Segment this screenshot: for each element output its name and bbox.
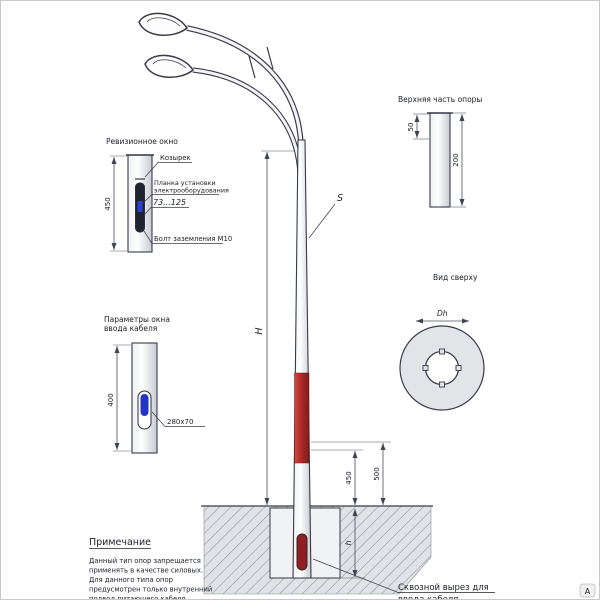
luminaire-holder-top (138, 12, 188, 36)
ground-bolt-leader (143, 230, 153, 244)
pole-red-band (294, 372, 310, 464)
flange-notch-left (422, 365, 429, 371)
detail-top-view: Вид сверху Dh Db (399, 273, 485, 411)
dim-label-h: h (344, 540, 353, 545)
cable-window-slot-blue (140, 394, 149, 416)
lower-arm-fill (192, 68, 302, 174)
dim-label-450: 450 (345, 471, 353, 484)
width-range-label: 73...125 (153, 198, 186, 207)
cable-cutout-callout: Сквозной вырез для ввода кабеля (312, 558, 495, 600)
top-view-title: Вид сверху (433, 273, 478, 282)
arm-strut-1 (248, 55, 256, 79)
watermark-logo: A (579, 583, 596, 598)
rev-dim-label-450: 450 (104, 197, 112, 210)
pole-assembly (138, 12, 312, 579)
cutout-leader (312, 558, 398, 593)
note-block: Примечание Данный тип опор запрещается п… (89, 537, 212, 600)
visor-label: Козырек (160, 154, 191, 162)
note-line-4: предусмотрен только внутренний (89, 586, 212, 594)
cutout-label-line1: Сквозной вырез для (398, 583, 489, 593)
wall-thickness-leader (308, 203, 336, 239)
cutout-label-line2: ввода кабеля (398, 595, 458, 600)
flange-notch-bottom (439, 381, 445, 388)
ground-bolt-label: Болт заземления М10 (154, 235, 232, 243)
cable-window-title-1: Параметры окна (104, 315, 170, 324)
underground-cable-cutout (296, 533, 308, 571)
note-title: Примечание (89, 537, 151, 548)
upper-part-pole-section (429, 112, 451, 208)
cable-window-pole-section (131, 342, 158, 454)
note-line-2: применять в качестве силовых. (89, 567, 203, 575)
luminaire-holder-top-detail (146, 17, 181, 27)
ground-section (201, 505, 433, 595)
detail-upper-part: Верхняя часть опоры 50 200 (398, 95, 482, 208)
plate-label-line2: электрооборудования (154, 187, 229, 195)
watermark-frame (579, 583, 596, 598)
visor-leader (144, 162, 159, 178)
equipment-plate-mark (137, 201, 143, 212)
cable-dim-label-400: 400 (107, 393, 115, 406)
note-line-3: Для данного типа опор (89, 576, 173, 584)
pole-body (292, 139, 312, 579)
revision-window-title: Ревизионное окно (106, 137, 178, 146)
flange-notch-top (439, 348, 445, 355)
top-view-inner-circle (424, 350, 460, 386)
watermark-letter: A (585, 587, 591, 596)
plate-leader (142, 194, 153, 204)
upper-part-title: Верхняя часть опоры (398, 95, 482, 104)
dim-label-H: H (254, 327, 265, 334)
upper-dim-label-50: 50 (407, 123, 415, 132)
detail-revision-window: Ревизионное окно 450 Козырек Планка уста… (104, 137, 232, 253)
main-dimensions: H S 450 500 h (254, 152, 391, 579)
dh-label: Dh (437, 309, 448, 318)
upper-dim-label-200: 200 (452, 153, 460, 166)
luminaire-holder-bottom (144, 54, 194, 78)
detail-cable-window: Параметры окна ввода кабеля 400 280х70 (104, 315, 205, 454)
upper-arm-fill (186, 26, 303, 147)
slot-size-leader (151, 411, 166, 427)
flange-notch-right (455, 365, 462, 371)
note-line-5: подвод питающего кабеля. (89, 595, 188, 600)
note-line-1: Данный тип опор запрещается (89, 557, 201, 565)
arm-strut-2 (266, 46, 274, 70)
luminaire-holder-bottom-detail (152, 59, 187, 69)
width-range-leader (143, 207, 152, 216)
cable-window-title-2: ввода кабеля (104, 324, 157, 333)
dim-label-500: 500 (373, 467, 381, 480)
plate-label-line1: Планка установки (154, 179, 216, 187)
slot-size-label: 280х70 (167, 418, 193, 426)
wall-thickness-label: S (337, 193, 343, 204)
